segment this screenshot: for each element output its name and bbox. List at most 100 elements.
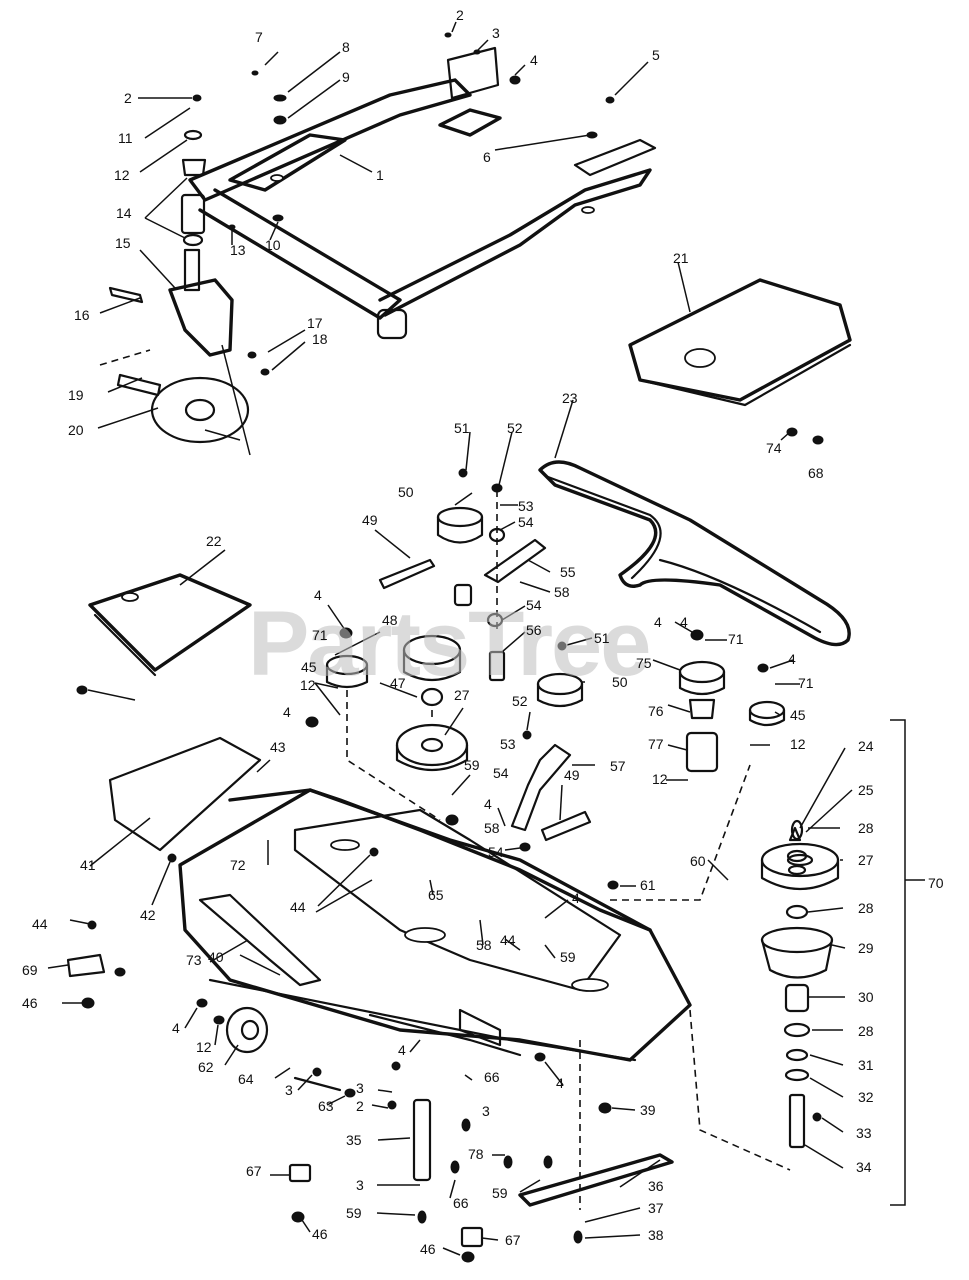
callout-65: 65 (428, 887, 444, 903)
callout-76: 76 (648, 703, 664, 719)
callout-20: 20 (68, 422, 84, 438)
callout-75: 75 (636, 655, 652, 671)
callout-54c: 54 (493, 765, 509, 781)
callout-44b: 44 (290, 899, 306, 915)
callout-4c: 4 (654, 614, 662, 630)
callout-46b: 46 (312, 1226, 328, 1242)
callout-67a: 67 (246, 1163, 262, 1179)
callout-50b: 50 (612, 674, 628, 690)
callout-12a: 12 (114, 167, 130, 183)
callout-23: 23 (562, 390, 578, 406)
callout-50a: 50 (398, 484, 414, 500)
callout-21: 21 (673, 250, 689, 266)
callout-34: 34 (856, 1159, 872, 1175)
callout-54b: 54 (526, 597, 542, 613)
callout-12d: 12 (790, 736, 806, 752)
callout-67b: 67 (505, 1232, 521, 1248)
callout-2a: 2 (456, 7, 464, 23)
callout-4b: 4 (314, 587, 322, 603)
callout-4i: 4 (172, 1020, 180, 1036)
callout-46c: 46 (420, 1241, 436, 1257)
callout-66a: 66 (484, 1069, 500, 1085)
callout-12e: 12 (196, 1039, 212, 1055)
callout-28a: 28 (858, 820, 874, 836)
callout-30: 30 (858, 989, 874, 1005)
callout-63: 63 (318, 1098, 334, 1114)
callout-54d: 54 (488, 844, 504, 860)
callout-11: 11 (118, 130, 133, 146)
callout-4g: 4 (484, 796, 492, 812)
callout-7: 7 (255, 29, 263, 45)
callout-49a: 49 (362, 512, 378, 528)
callout-28b: 28 (858, 900, 874, 916)
callout-13: 13 (230, 242, 246, 258)
callout-56: 56 (526, 622, 542, 638)
callout-58b: 58 (484, 820, 500, 836)
side-plate-left (88, 573, 252, 677)
callout-72: 72 (230, 857, 246, 873)
callout-44a: 44 (32, 916, 48, 932)
callout-12c: 12 (652, 771, 668, 787)
callout-42: 42 (140, 907, 156, 923)
callout-52b: 52 (512, 693, 528, 709)
callout-4f: 4 (680, 614, 688, 630)
callout-33: 33 (856, 1125, 872, 1141)
callout-66b: 66 (453, 1195, 469, 1211)
callout-4d: 4 (788, 651, 796, 667)
callout-59d: 59 (492, 1185, 508, 1201)
callout-22: 22 (206, 533, 222, 549)
callout-59c: 59 (346, 1205, 362, 1221)
callout-45b: 45 (790, 707, 806, 723)
callout-61: 61 (640, 877, 656, 893)
mower-deck-housing (108, 736, 692, 1062)
callout-31: 31 (858, 1057, 874, 1073)
callout-54a: 54 (518, 514, 534, 530)
callout-59a: 59 (464, 757, 480, 773)
callout-58c: 58 (476, 937, 492, 953)
callout-78: 78 (468, 1146, 484, 1162)
callout-39: 39 (640, 1102, 656, 1118)
watermark-logo: PartsTree (248, 593, 649, 695)
callout-51b: 51 (594, 630, 610, 646)
callout-41: 41 (80, 857, 96, 873)
pulley-stack-left (325, 634, 469, 821)
callout-4a: 4 (530, 52, 538, 68)
callout-15: 15 (115, 235, 131, 251)
callout-19: 19 (68, 387, 84, 403)
front-axle-frame (188, 46, 657, 340)
drive-belt (538, 460, 851, 647)
callout-3d: 3 (482, 1103, 490, 1119)
callout-49b: 49 (564, 767, 580, 783)
callout-2b: 2 (124, 90, 132, 106)
callout-71a: 71 (312, 627, 328, 643)
callout-6: 6 (483, 149, 491, 165)
callout-58a: 58 (554, 584, 570, 600)
callout-5: 5 (652, 47, 660, 63)
callout-17: 17 (307, 315, 323, 331)
callout-8: 8 (342, 39, 350, 55)
callout-69: 69 (22, 962, 38, 978)
callout-1: 1 (376, 167, 384, 183)
callout-59b: 59 (560, 949, 576, 965)
callout-14: 14 (116, 205, 132, 221)
callout-29: 29 (858, 940, 874, 956)
spindle-assembly (760, 719, 906, 1206)
callout-3c: 3 (356, 1080, 364, 1096)
callout-77: 77 (648, 736, 664, 752)
callout-47: 47 (390, 675, 406, 691)
callout-25: 25 (858, 782, 874, 798)
callout-leader-lines (47, 21, 925, 1256)
callout-64: 64 (238, 1071, 254, 1087)
callout-40: 40 (208, 949, 224, 965)
idler-arm-assembly (378, 490, 547, 682)
callout-35: 35 (346, 1132, 362, 1148)
callout-73: 73 (186, 952, 202, 968)
callout-48: 48 (382, 612, 398, 628)
callout-16: 16 (74, 307, 90, 323)
callout-71c: 71 (798, 675, 814, 691)
callout-43: 43 (270, 739, 286, 755)
callout-53a: 53 (518, 498, 534, 514)
callout-57: 57 (610, 758, 626, 774)
callout-3e: 3 (356, 1177, 364, 1193)
